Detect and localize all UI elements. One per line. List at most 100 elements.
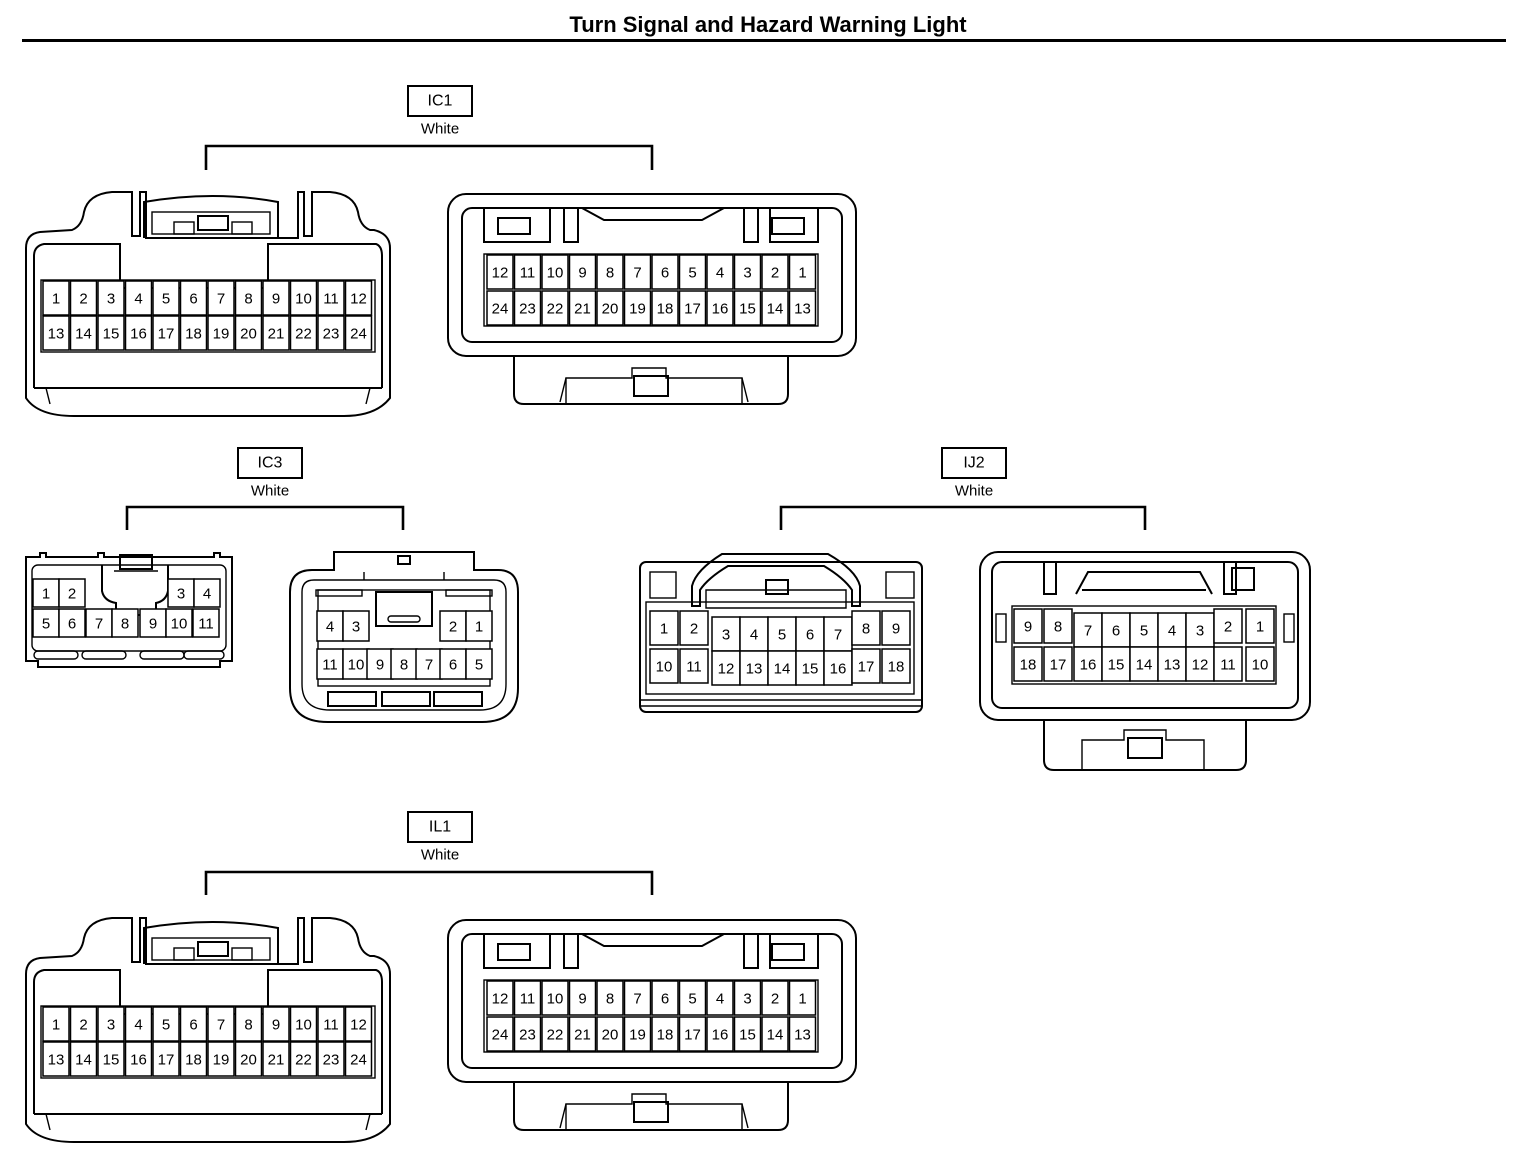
- pin-box: [316, 648, 344, 680]
- pin-cell: 12: [486, 254, 514, 290]
- housing-detail: [197, 215, 229, 231]
- pin-box: [623, 290, 652, 326]
- pin-box: [733, 980, 762, 1016]
- pin-box: [344, 280, 373, 316]
- pin-box: [679, 610, 709, 646]
- pin-number: 3: [1196, 623, 1204, 640]
- pin-number: 3: [743, 991, 751, 1008]
- pin-number: 15: [1108, 657, 1125, 674]
- pin-cell: 8: [851, 610, 881, 646]
- housing-inner: [461, 207, 843, 343]
- pin-number: 18: [185, 326, 202, 343]
- connector-color: White: [251, 483, 289, 500]
- pin-box: [596, 1016, 624, 1052]
- pin-cell: 5: [678, 980, 707, 1016]
- housing-rail: [81, 650, 127, 660]
- pin-box: [152, 1041, 180, 1077]
- pin-number: 9: [578, 991, 586, 1008]
- pin-number: 13: [1164, 657, 1181, 674]
- pin-number: 24: [350, 326, 367, 343]
- pin-cell: 17: [152, 315, 180, 351]
- housing-outline: [25, 917, 391, 1143]
- pin-cell: 14: [1129, 646, 1159, 682]
- pin-number: 11: [322, 657, 338, 674]
- pin-box: [234, 1006, 263, 1042]
- pin-number: 14: [774, 661, 791, 678]
- housing-line: [559, 1103, 567, 1129]
- pin-number: 6: [189, 291, 197, 308]
- pin-cell: 9: [139, 608, 167, 638]
- pin-cell: 11: [317, 280, 345, 316]
- pin-box: [623, 980, 652, 1016]
- pin-cell: 1: [42, 1006, 70, 1042]
- housing-outline: [301, 579, 507, 711]
- pin-number: 11: [323, 291, 339, 308]
- pin-number: 4: [134, 291, 142, 308]
- pin-box: [513, 290, 542, 326]
- pin-cell: 16: [124, 1041, 153, 1077]
- pin-number: 13: [48, 1052, 65, 1069]
- pin-cell: 18: [651, 1016, 679, 1052]
- connector-bracket: [779, 505, 1147, 530]
- pin-cell: 5: [152, 1006, 180, 1042]
- pin-cell: 12: [486, 980, 514, 1016]
- pin-cell: 15: [97, 315, 125, 351]
- pin-box: [1101, 612, 1131, 648]
- pin-number: 17: [858, 659, 875, 676]
- pin-cell: 15: [795, 650, 825, 686]
- pin-cell: 19: [623, 1016, 652, 1052]
- pin-cell: 5: [767, 616, 797, 652]
- pin-number: 8: [121, 616, 129, 633]
- pin-number: 1: [52, 1017, 60, 1034]
- pin-box: [623, 1016, 652, 1052]
- pin-box: [165, 608, 193, 638]
- pin-cell: 18: [179, 1041, 208, 1077]
- pin-cell: 13: [739, 650, 769, 686]
- connector-bracket: [204, 144, 654, 170]
- pin-cell: 13: [788, 290, 817, 326]
- pin-cell: 4: [706, 980, 734, 1016]
- pin-number: 5: [162, 1017, 170, 1034]
- pin-number: 15: [103, 326, 120, 343]
- pin-cell: 10: [649, 648, 679, 684]
- pin-box: [69, 1006, 98, 1042]
- connector-id-box: [237, 447, 303, 479]
- pin-number: 7: [834, 627, 842, 644]
- pin-cell: 2: [679, 610, 709, 646]
- pin-number: 18: [1020, 657, 1037, 674]
- pin-number: 12: [718, 661, 735, 678]
- pin-cell: 16: [124, 315, 153, 351]
- pin-cell: 2: [58, 578, 86, 608]
- pin-number: 1: [42, 586, 50, 603]
- pin-box: [97, 1006, 125, 1042]
- housing-detail: [1283, 613, 1295, 643]
- pin-cell: 10: [342, 648, 370, 680]
- connector-id-box: [407, 811, 473, 843]
- pin-number: 3: [743, 265, 751, 282]
- pin-cell: 6: [58, 608, 86, 638]
- pin-number: 18: [888, 659, 905, 676]
- pin-cell: 22: [541, 290, 569, 326]
- housing-detail: [151, 211, 271, 235]
- pin-number: 11: [323, 1017, 339, 1034]
- pin-number: 16: [130, 1052, 147, 1069]
- pin-number: 21: [268, 1052, 285, 1069]
- pin-box: [152, 315, 180, 351]
- pin-cell: 11: [317, 1006, 345, 1042]
- pin-box: [596, 980, 624, 1016]
- pin-cell: 18: [179, 315, 208, 351]
- pin-number: 17: [1050, 657, 1067, 674]
- pin-cell: 4: [316, 610, 344, 642]
- pin-box: [317, 280, 345, 316]
- housing-detail: [397, 555, 411, 565]
- pin-box: [623, 254, 652, 290]
- pin-number: 11: [686, 659, 702, 676]
- pin-cell: 14: [761, 1016, 789, 1052]
- housing-outline: [979, 551, 1311, 721]
- pin-number: 4: [203, 586, 211, 603]
- pin-grid-frame: [483, 979, 819, 1053]
- pin-number: 5: [42, 616, 50, 633]
